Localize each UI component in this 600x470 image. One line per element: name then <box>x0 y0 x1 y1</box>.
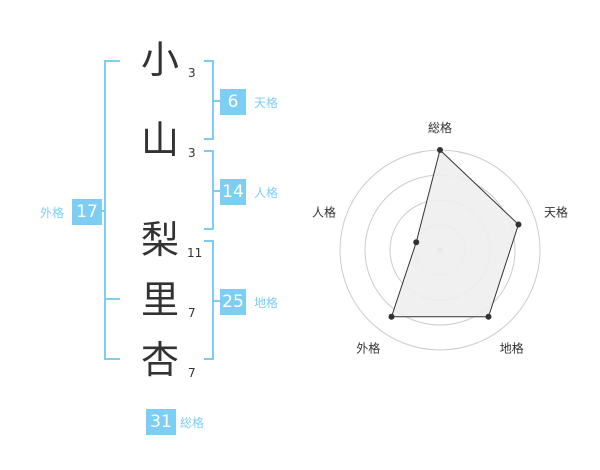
name-char-3: 梨 <box>140 218 179 262</box>
radar-axis-label-1: 天格 <box>544 204 568 219</box>
radar-axis-label-2: 地格 <box>500 341 524 356</box>
gaikaku-value: 17 <box>72 199 102 225</box>
tenkaku-value: 6 <box>220 89 246 115</box>
chikaku-bracket-bottom <box>204 358 214 360</box>
stroke-count-1: 3 <box>188 66 196 80</box>
name-char-4: 里 <box>140 278 179 322</box>
jinkaku-bracket-bottom <box>204 228 214 230</box>
tenkaku-bracket-top <box>204 60 214 62</box>
tenkaku-bracket-bottom <box>204 138 214 140</box>
soukaku-label: 総格 <box>180 416 205 430</box>
name-char-1: 小 <box>140 38 179 82</box>
chikaku-connector <box>212 300 220 302</box>
stroke-count-4: 7 <box>188 306 196 320</box>
stroke-count-5: 7 <box>188 366 196 380</box>
radar-axis-label-0: 総格 <box>428 120 452 135</box>
radar-point-1 <box>515 221 522 228</box>
radar-axis-label-4: 人格 <box>312 204 336 219</box>
jinkaku-label: 人格 <box>254 186 279 200</box>
radar-point-0 <box>437 147 443 153</box>
gaikaku-bracket-top <box>104 60 120 62</box>
tenkaku-label: 天格 <box>254 96 279 110</box>
tenkaku-connector <box>212 100 220 102</box>
radar-point-2 <box>485 313 492 320</box>
radar-axis-label-3: 外格 <box>356 341 380 356</box>
gaikaku-bracket-bottom <box>104 358 120 360</box>
stroke-count-3: 11 <box>187 246 203 260</box>
radar-points <box>388 147 522 320</box>
stroke-count-2: 3 <box>188 146 196 160</box>
jinkaku-connector <box>212 190 220 192</box>
jinkaku-bracket-top <box>204 150 214 152</box>
radar-point-4 <box>413 239 420 246</box>
radar-point-3 <box>388 313 395 320</box>
name-char-2: 山 <box>140 118 179 162</box>
chikaku-bracket-top <box>204 240 214 242</box>
soukaku-value: 31 <box>146 409 176 435</box>
gaikaku-bracket-mid <box>104 298 120 300</box>
gaikaku-connector <box>98 210 106 212</box>
chikaku-label: 地格 <box>254 296 279 310</box>
gaikaku-label: 外格 <box>40 206 65 220</box>
radar-polygon <box>390 149 520 318</box>
name-char-5: 杏 <box>140 338 179 382</box>
jinkaku-value: 14 <box>220 179 246 205</box>
chikaku-value: 25 <box>220 289 246 315</box>
